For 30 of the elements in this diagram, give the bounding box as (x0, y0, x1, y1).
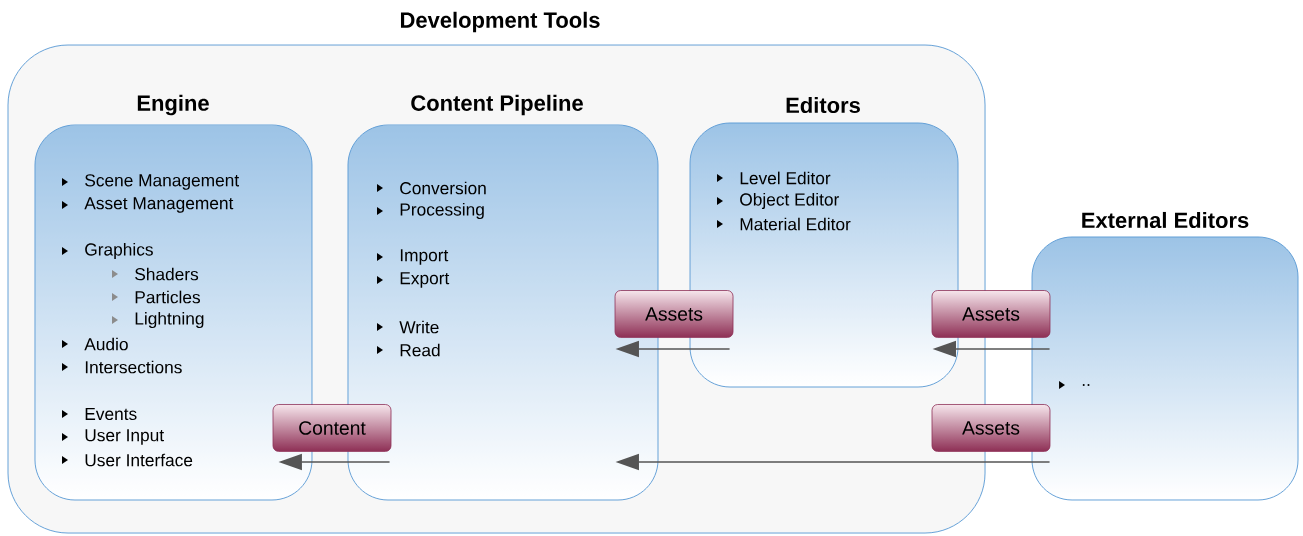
list-item: User Interface (62, 453, 193, 467)
list-item: Audio (62, 337, 128, 351)
list-item: Object Editor (717, 192, 839, 210)
list-item: Particles (112, 290, 200, 304)
list-item: Events (62, 408, 137, 421)
list-item: Processing (377, 202, 484, 220)
edge-label: Content (272, 404, 392, 452)
list-item: Lightning (112, 311, 204, 329)
edge-label: Assets (931, 404, 1051, 452)
list-item: Import (377, 249, 449, 265)
heading: External Editors (1082, 211, 1249, 229)
list-item: Asset Management (62, 197, 234, 213)
edge-label: Assets (614, 290, 734, 338)
list-item: Intersections (62, 360, 182, 374)
heading: Editors (786, 96, 860, 114)
edge-label: Assets (931, 290, 1051, 338)
list-item: Write (377, 320, 439, 334)
list-item: Level Editor (717, 171, 831, 185)
list-item: Export (377, 272, 450, 288)
list-item: Graphics (62, 242, 153, 260)
heading: Content Pipeline (411, 94, 583, 116)
list-item: .. (1059, 381, 1090, 389)
list-item: Scene Management (62, 174, 239, 190)
list-item: User Input (62, 429, 164, 445)
list-item: Shaders (112, 267, 199, 281)
heading: Engine (137, 94, 209, 116)
list-item: Material Editor (717, 217, 851, 231)
list-item: Read (377, 343, 440, 357)
heading: Development Tools (401, 11, 600, 33)
list-item: Conversion (377, 181, 486, 195)
